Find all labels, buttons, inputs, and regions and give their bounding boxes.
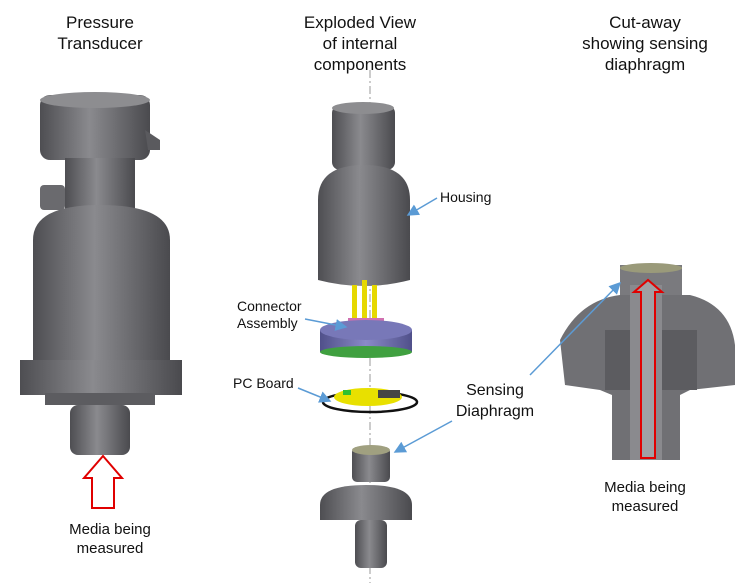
label-housing: Housing [440,189,492,205]
connector-assembly-part [320,280,412,358]
title-cutaway: Cut-away showing sensing diaphragm [582,13,708,74]
label-connector-assembly: Connector Assembly [237,298,302,331]
label-sensing-diaphragm: Sensing Diaphragm [455,382,535,420]
media-arrow-left [81,454,125,509]
media-arrow-right [631,278,665,459]
pressure-transducer-assembled [20,92,182,509]
diaphragm-callout-arrow-right [529,281,622,376]
housing-part [318,102,410,286]
housing-callout-arrow [406,197,438,216]
label-media-right: Media being measured [604,479,686,515]
label-pc-board: PC Board [233,375,294,391]
pcboard-callout-arrow [297,387,332,403]
pc-board-part [321,388,419,414]
title-exploded-view: Exploded View of internal components [303,13,417,74]
diaphragm-callout-arrow-left [393,420,453,453]
label-media-left: Media being measured [69,521,151,557]
title-pressure-transducer: Pressure Transducer [57,13,143,53]
port-part [320,445,412,568]
cutaway-sensor [560,263,735,460]
connector-callout-arrow [304,318,348,331]
